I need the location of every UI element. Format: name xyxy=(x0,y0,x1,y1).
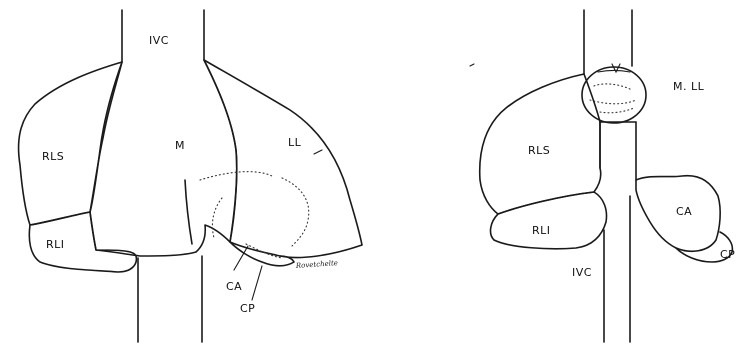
left-ivc-label: IVC xyxy=(149,34,169,47)
left-ca-label: CA xyxy=(226,280,242,293)
right-ivc-lower-segment xyxy=(604,196,630,342)
left-cp-leader-line xyxy=(252,266,262,300)
right-cp-label: CP xyxy=(720,248,735,261)
left-ivc-lower-segment xyxy=(138,256,202,342)
right-figure: M. LL RLS RLI CA CP IVC xyxy=(470,10,735,342)
right-rli-label: RLI xyxy=(532,224,551,237)
left-ll-lobe xyxy=(204,60,362,258)
right-ivc-vessel xyxy=(584,10,632,74)
left-ll-label: LL xyxy=(288,136,302,149)
right-m-ll-label: M. LL xyxy=(673,80,705,93)
left-rli-label: RLI xyxy=(46,238,65,251)
left-ll-tick-mark xyxy=(314,150,322,154)
left-rls-lobe xyxy=(19,62,122,225)
right-ivc-label: IVC xyxy=(572,266,592,279)
right-ca-label: CA xyxy=(676,205,692,218)
left-median-lobe xyxy=(90,60,237,256)
artist-signature: Rovetchelte xyxy=(295,259,339,270)
right-rls-label: RLS xyxy=(528,144,550,157)
left-median-groove xyxy=(185,180,192,244)
left-figure: IVC RLS M LL RLI CA CP Rovetchelte xyxy=(19,10,362,342)
left-cp-label: CP xyxy=(240,302,255,315)
left-m-label: M xyxy=(175,139,185,152)
right-ivc-stalk xyxy=(600,122,636,180)
left-ca-leader-line xyxy=(234,246,248,270)
stray-pen-mark xyxy=(470,64,474,66)
right-rli-lobe xyxy=(491,192,607,249)
left-rls-label: RLS xyxy=(42,150,64,163)
